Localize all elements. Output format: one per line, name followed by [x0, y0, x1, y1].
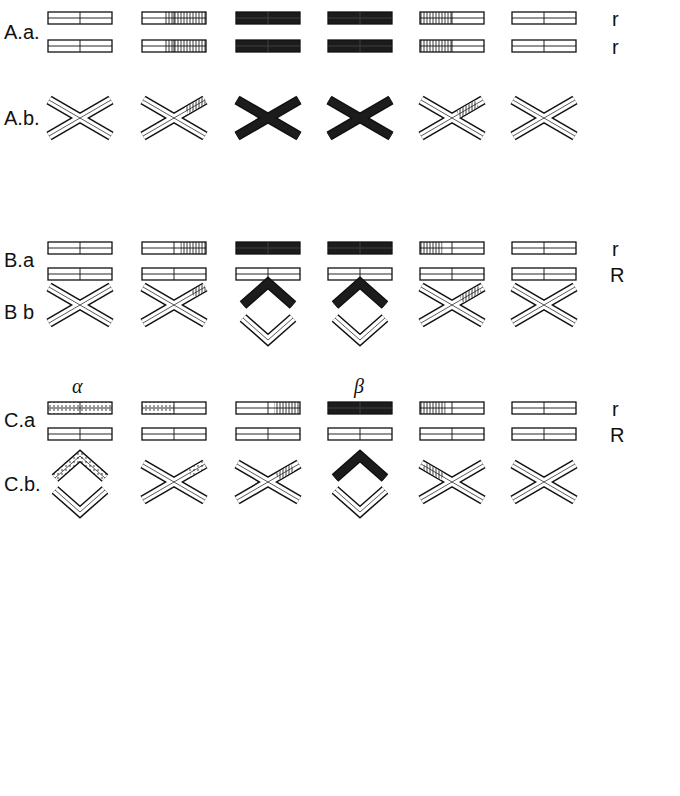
- chromosome-bar: [512, 402, 576, 414]
- chromosome-half: [243, 283, 293, 305]
- chromosome-half: [243, 318, 293, 340]
- chromosome-bar: [142, 428, 206, 440]
- chromosome-bar: [512, 268, 576, 280]
- chromosome-half: [335, 490, 385, 512]
- homolog-label: R: [610, 265, 624, 285]
- homolog-label: r: [612, 37, 619, 57]
- segment-label: β: [354, 376, 364, 396]
- chromosome-bar: [328, 40, 392, 52]
- row-label: B.a: [4, 250, 34, 270]
- chromosome-half: [55, 456, 105, 478]
- chiasma-cross: [513, 287, 575, 323]
- chromosome-bar: [512, 428, 576, 440]
- chromosome-bar: [142, 402, 206, 414]
- chiasma-cross: [143, 287, 205, 323]
- homolog-label: r: [612, 399, 619, 419]
- chromosome-bar: [420, 12, 484, 24]
- chromosome-bar: [48, 40, 112, 52]
- chromosome-bar: [328, 428, 392, 440]
- homolog-label: r: [612, 239, 619, 259]
- chromosome-bar: [420, 40, 484, 52]
- chiasma-cross: [49, 287, 111, 323]
- chiasma-cross: [143, 100, 205, 136]
- segment-label: α: [72, 376, 83, 396]
- chromosome-half: [335, 456, 385, 478]
- chromosome-bar: [48, 268, 112, 280]
- chromosome-bar: [420, 268, 484, 280]
- chiasma-cross: [143, 464, 205, 500]
- chromosome-bar: [48, 12, 112, 24]
- homolog-label: R: [610, 425, 624, 445]
- chromosome-bar: [48, 402, 112, 414]
- row-label: C.a: [4, 410, 35, 430]
- chromosome-bar: [48, 428, 112, 440]
- chromosome-bar: [512, 242, 576, 254]
- chromosome-bar: [420, 402, 484, 414]
- chromosome-bar: [328, 402, 392, 414]
- chromosome-bar: [48, 242, 112, 254]
- chromosome-bar: [328, 12, 392, 24]
- chromosome-bar: [142, 242, 206, 254]
- chiasma-cross: [421, 464, 483, 500]
- row-label: B b: [4, 302, 34, 322]
- chromosome-bar: [328, 242, 392, 254]
- chromosome-bar: [236, 12, 300, 24]
- chiasma-cross: [421, 287, 483, 323]
- chromosome-bar: [236, 402, 300, 414]
- chromosome-half: [335, 283, 385, 305]
- chromosome-bar: [142, 40, 206, 52]
- chromosome-half: [335, 318, 385, 340]
- chiasma-cross: [329, 100, 391, 136]
- chiasma-cross: [513, 464, 575, 500]
- chromosome-bar: [512, 40, 576, 52]
- chromosome-bar: [512, 12, 576, 24]
- homolog-label: r: [612, 9, 619, 29]
- chromosome-bar: [142, 268, 206, 280]
- chromosome-bar: [142, 12, 206, 24]
- chromosome-bar: [420, 242, 484, 254]
- chromosome-bar: [236, 242, 300, 254]
- row-label: A.a.: [4, 22, 40, 42]
- chromosome-half: [55, 490, 105, 512]
- chromosome-bar: [236, 428, 300, 440]
- chiasma-cross: [237, 100, 299, 136]
- row-label: C.b.: [4, 474, 41, 494]
- chromosome-bar: [236, 40, 300, 52]
- chromosome-bar: [420, 428, 484, 440]
- chiasma-cross: [421, 100, 483, 136]
- chiasma-cross: [513, 100, 575, 136]
- chiasma-cross: [49, 100, 111, 136]
- chiasma-cross: [237, 464, 299, 500]
- row-label: A.b.: [4, 108, 40, 128]
